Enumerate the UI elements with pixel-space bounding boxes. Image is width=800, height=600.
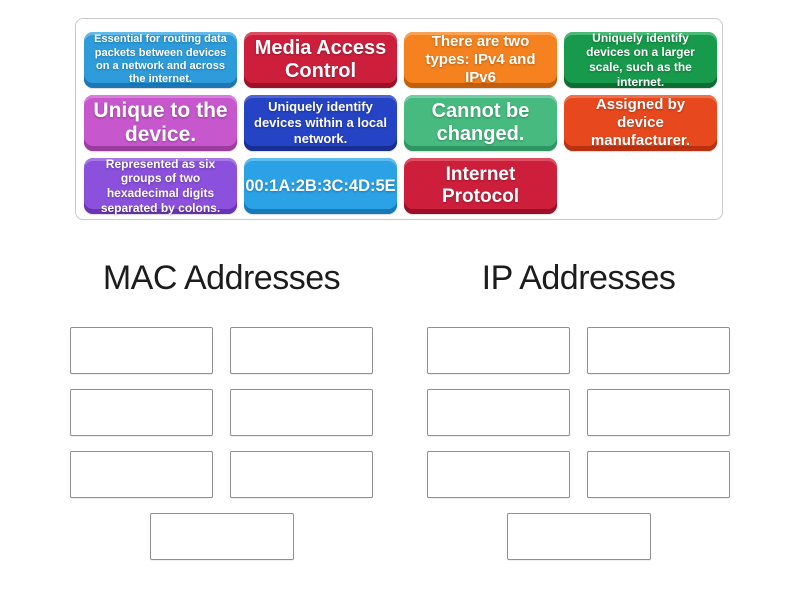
drop-zone-ip: [427, 327, 730, 560]
drop-slot[interactable]: [70, 451, 213, 498]
drop-slot[interactable]: [230, 451, 373, 498]
tile-grid: Essential for routing data packets betwe…: [76, 19, 722, 215]
draggable-tile[interactable]: Represented as six groups of two hexadec…: [84, 157, 237, 215]
drop-slot[interactable]: [587, 451, 730, 498]
drop-slot[interactable]: [427, 327, 570, 374]
draggable-tile[interactable]: Uniquely identify devices on a larger sc…: [564, 31, 717, 89]
draggable-tile[interactable]: Uniquely identify devices within a local…: [244, 95, 397, 151]
group-title-ip: IP Addresses: [481, 259, 676, 297]
draggable-tile[interactable]: Internet Protocol: [404, 158, 557, 214]
drop-slot[interactable]: [230, 327, 373, 374]
draggable-tile[interactable]: Assigned by device manufacturer.: [564, 95, 717, 151]
drop-slot[interactable]: [427, 451, 570, 498]
draggable-tile[interactable]: There are two types: IPv4 and IPv6: [404, 32, 557, 88]
group-title-mac: MAC Addresses: [102, 259, 341, 297]
tile-tray: Essential for routing data packets betwe…: [75, 18, 723, 220]
drop-slot[interactable]: [70, 327, 213, 374]
draggable-tile[interactable]: 00:1A:2B:3C:4D:5E: [244, 158, 397, 214]
drop-slot[interactable]: [587, 327, 730, 374]
drop-slot[interactable]: [427, 389, 570, 436]
drop-slot[interactable]: [506, 513, 651, 560]
drop-slot[interactable]: [230, 389, 373, 436]
draggable-tile[interactable]: Media Access Control: [244, 32, 397, 88]
draggable-tile[interactable]: Unique to the device.: [84, 95, 237, 151]
draggable-tile[interactable]: Essential for routing data packets betwe…: [84, 32, 237, 88]
drop-slot[interactable]: [587, 389, 730, 436]
drop-slot[interactable]: [149, 513, 294, 560]
drop-slot[interactable]: [70, 389, 213, 436]
draggable-tile[interactable]: Cannot be changed.: [404, 95, 557, 151]
drop-zone-mac: [70, 327, 373, 560]
